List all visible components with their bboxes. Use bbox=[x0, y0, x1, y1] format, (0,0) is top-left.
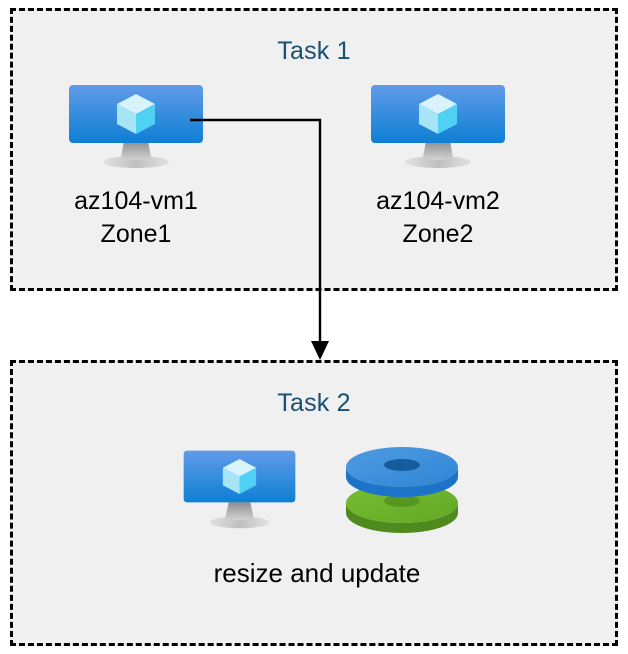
task-2-group[interactable]: Task 2 bbox=[10, 360, 618, 646]
node-az104-vm2[interactable]: az104-vm2 Zone2 bbox=[363, 83, 513, 250]
node-label-az104-vm1: az104-vm1 Zone1 bbox=[74, 187, 198, 248]
task-1-title: Task 1 bbox=[277, 37, 351, 65]
node-label-az104-vm2: az104-vm2 Zone2 bbox=[376, 187, 500, 248]
task-2-title: Task 2 bbox=[277, 389, 351, 417]
azure-virtual-machine-icon bbox=[363, 83, 513, 169]
task-1-group[interactable]: Task 1 bbox=[10, 8, 618, 291]
node-az104-vm1[interactable]: az104-vm1 Zone1 bbox=[61, 83, 211, 250]
azure-virtual-machine-icon[interactable] bbox=[177, 447, 302, 531]
arrowhead-icon bbox=[311, 341, 329, 360]
azure-managed-disks-icon[interactable] bbox=[344, 441, 460, 537]
task-2-icon-row bbox=[123, 441, 513, 537]
azure-virtual-machine-icon bbox=[61, 83, 211, 169]
task-2-caption: resize and update bbox=[213, 558, 421, 588]
